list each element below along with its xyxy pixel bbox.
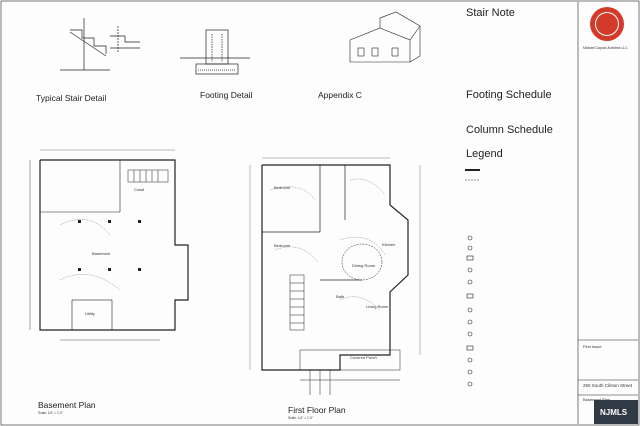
room-label-utility: Utility [85,311,95,316]
stair-note-title: Stair Note [466,7,515,19]
first-floor-plan-title: First Floor Plan [288,405,346,415]
footing-detail [180,29,250,75]
room-label-basement: Basement [92,251,111,256]
dining-circle [341,243,383,281]
room-label-bedroom-1: Bedroom [274,185,291,190]
firm-logo-mark [590,7,624,41]
room-label-kitchen: Kitchen [382,242,396,247]
firm-logo-letter: M [600,15,612,31]
room-label-bath: Bath [336,294,345,299]
appendix-c-title: Appendix C [318,90,362,100]
legend-title: Legend [466,148,503,160]
first-floor-scale: Scale: 1/4" = 1'-0" [288,416,314,420]
stair-detail-title: Typical Stair Detail [36,93,107,103]
room-label-dining: Dining Room [352,263,376,268]
basement-plan-title: Basement Plan [38,400,96,410]
watermark-text: NJMLS [600,408,628,417]
first-floor-stairs [289,274,305,331]
footing-detail-title: Footing Detail [200,90,253,100]
footing-schedule-title: Footing Schedule [466,89,552,101]
first-floor-walls [261,164,409,371]
stair-detail [60,18,140,71]
basement-columns [78,220,141,271]
porch [299,349,401,395]
watermark-badge [594,400,638,424]
firm-name: Michael Caputo Architect LLC [583,46,628,50]
room-label-bedroom-2: Bedroom [274,243,291,248]
column-schedule-title: Column Schedule [466,124,553,136]
room-label-crawl: Crawl [134,187,145,192]
room-label-living: Living Room [366,304,389,309]
dimension-lines [40,149,421,370]
sheet-label: Basement Plan [583,397,611,402]
house-axonometric [349,11,421,63]
legend-symbols [465,169,480,387]
project-address: 250 South Clinton Street [583,383,633,388]
basement-stairs [127,169,169,183]
room-label-porch: Covered Porch [350,355,377,360]
sheet-name: First Issue [583,344,602,349]
basement-plan-walls [29,159,189,341]
basement-scale: Scale: 1/4" = 1'-0" [38,411,64,415]
electrical-circuits [59,178,386,311]
